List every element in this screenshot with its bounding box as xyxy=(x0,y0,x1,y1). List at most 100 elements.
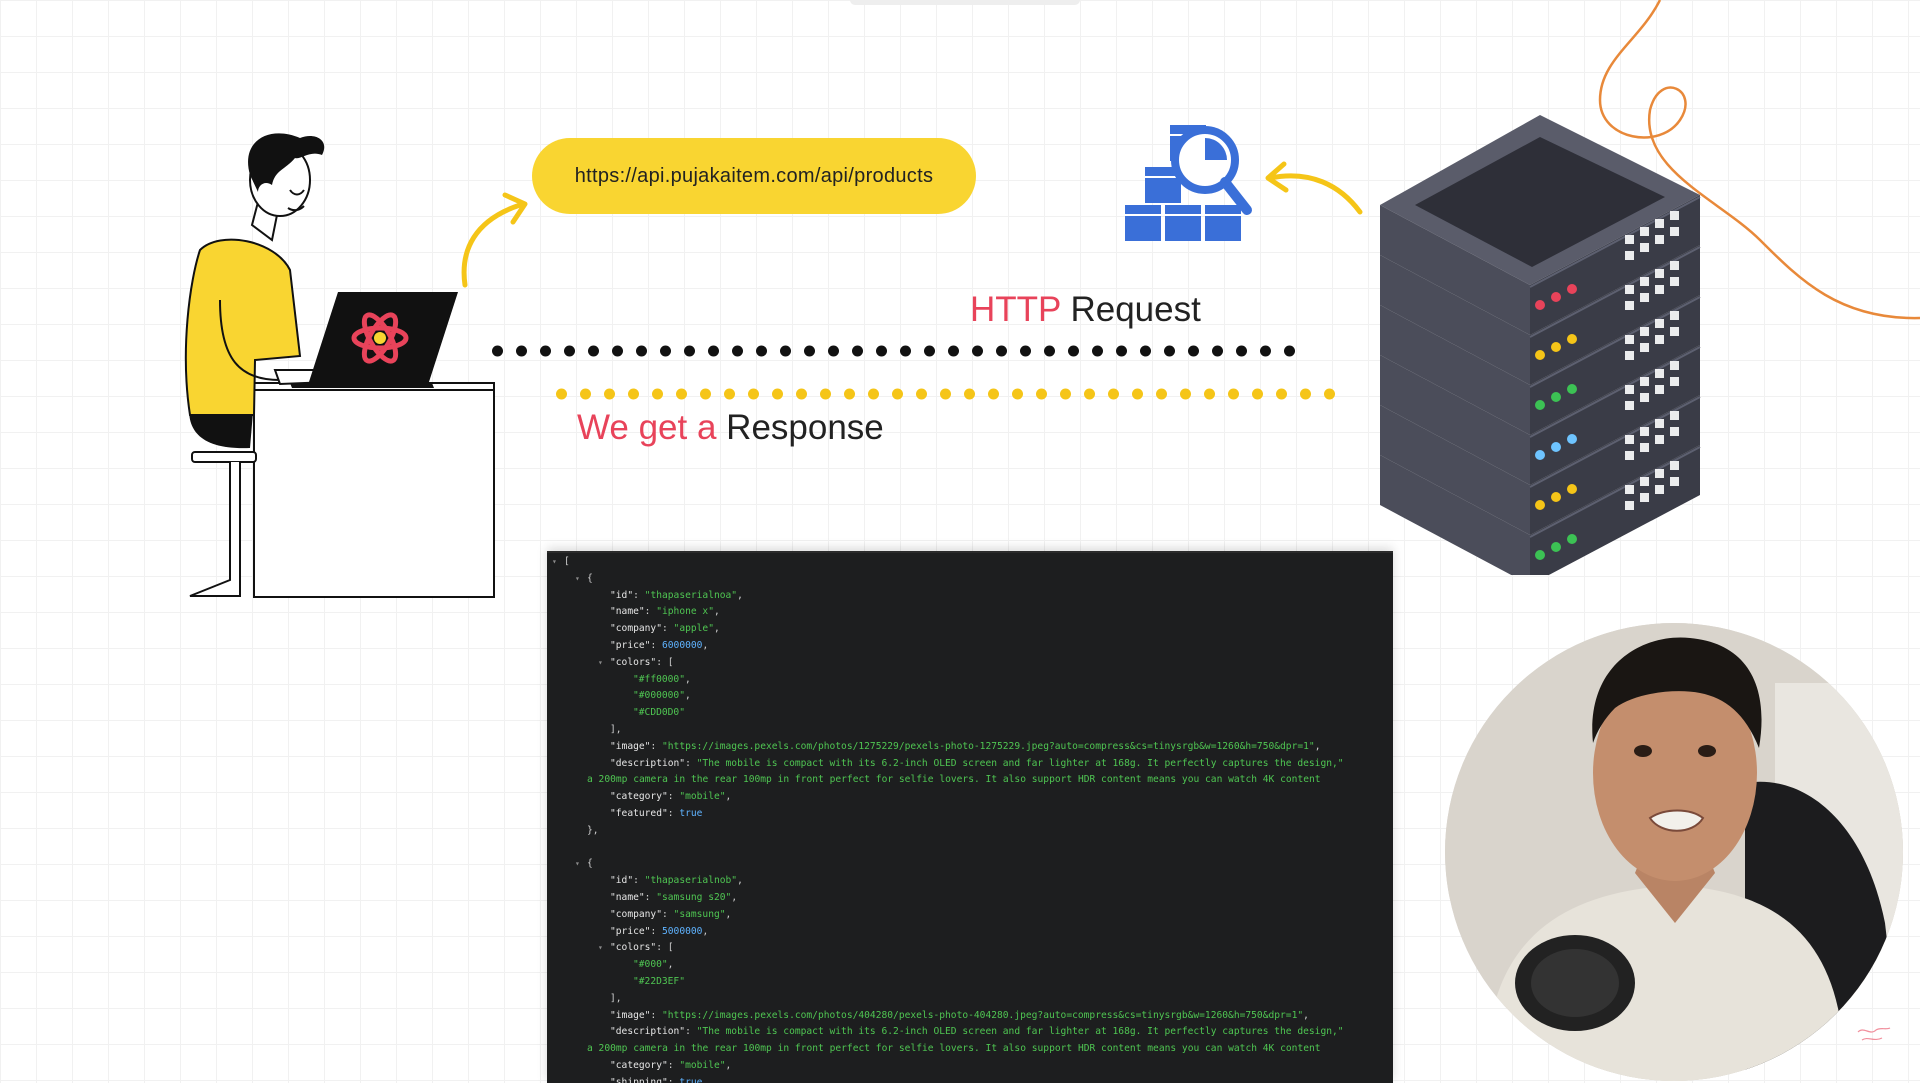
server-vent xyxy=(1640,427,1649,436)
server-unit xyxy=(1380,245,1701,385)
json-value: "https://images.pexels.com/photos/127522… xyxy=(662,740,1315,752)
json-key: "price" xyxy=(610,639,651,651)
json-colon: : xyxy=(661,908,674,920)
server-vent xyxy=(1625,451,1634,460)
server-led xyxy=(1535,450,1545,460)
server-vent xyxy=(1625,285,1634,294)
json-value: "The mobile is compact with its 6.2-inch… xyxy=(696,1026,1344,1038)
json-line: ▾"colors": [ xyxy=(547,655,1393,672)
collapse-toggle-icon[interactable]: ▾ xyxy=(575,859,580,869)
response-dot xyxy=(892,388,903,400)
server-top-panel xyxy=(1415,137,1665,267)
server-vent xyxy=(1655,219,1664,228)
json-colon: : xyxy=(650,925,662,937)
collapse-toggle-icon[interactable]: ▾ xyxy=(598,657,603,667)
response-dot xyxy=(556,388,567,400)
response-dot xyxy=(1060,388,1071,400)
request-dot xyxy=(948,345,959,357)
server-led xyxy=(1551,492,1561,502)
collapse-toggle-icon[interactable]: ▾ xyxy=(552,557,557,566)
server-led xyxy=(1567,384,1577,394)
json-bracket: : [ xyxy=(656,942,674,954)
request-dot xyxy=(1044,345,1055,357)
server-vent xyxy=(1670,361,1679,370)
collapse-toggle-icon[interactable]: ▾ xyxy=(598,943,603,953)
server-led xyxy=(1551,392,1561,402)
presenter-webcam xyxy=(1445,623,1903,1081)
request-dot xyxy=(660,345,671,357)
server-unit xyxy=(1380,445,1701,575)
json-key: "description" xyxy=(610,757,686,769)
server-vent xyxy=(1640,343,1649,352)
json-bracket: ], xyxy=(610,723,622,735)
json-value: "mobile" xyxy=(679,791,726,803)
response-accent: We get a xyxy=(577,408,717,447)
database-search-icon xyxy=(1125,125,1252,241)
json-line: "description": "The mobile is compact wi… xyxy=(547,756,1393,773)
server-vent xyxy=(1670,227,1679,236)
server-led xyxy=(1567,434,1577,444)
server-led xyxy=(1567,484,1577,494)
json-key: "featured" xyxy=(610,807,668,819)
json-value: true xyxy=(679,807,703,819)
request-dot xyxy=(780,345,791,357)
server-unit xyxy=(1380,295,1701,435)
json-line: ], xyxy=(547,722,1393,739)
json-value: a 200mp camera in the rear 100mp in fron… xyxy=(587,774,1321,786)
json-comma: , xyxy=(713,606,720,618)
response-dot xyxy=(1276,388,1287,400)
server-rack-icon xyxy=(1380,115,1701,575)
response-dot xyxy=(1252,388,1263,400)
json-line: "company": "apple", xyxy=(547,621,1393,638)
json-key: "category" xyxy=(610,1059,668,1071)
response-dot xyxy=(724,388,735,400)
request-dot xyxy=(828,345,839,357)
server-vent xyxy=(1670,427,1679,436)
request-dot xyxy=(1140,345,1151,357)
json-colon: : xyxy=(650,740,662,752)
json-bracket: ], xyxy=(610,992,622,1004)
json-value: 6000000 xyxy=(662,639,703,651)
request-dot xyxy=(1092,345,1103,357)
response-dot xyxy=(1324,388,1335,400)
response-rest: Response xyxy=(716,408,884,447)
response-dot xyxy=(844,388,855,400)
response-dot xyxy=(964,388,975,400)
response-dot xyxy=(1204,388,1215,400)
json-value: "#CDD0D0" xyxy=(633,707,685,719)
json-key: "id" xyxy=(610,875,634,887)
json-line: "#22D3EF" xyxy=(547,974,1393,991)
request-dot xyxy=(516,345,527,357)
json-value: "#ff0000" xyxy=(633,673,685,685)
json-colon: : xyxy=(685,757,697,769)
json-value: 5000000 xyxy=(662,925,703,937)
server-vent xyxy=(1625,401,1634,410)
request-dot xyxy=(684,345,695,357)
server-led xyxy=(1567,334,1577,344)
server-vent xyxy=(1625,501,1634,510)
json-line: "price": 6000000, xyxy=(547,638,1393,655)
person-at-laptop-icon xyxy=(184,133,495,598)
json-line: "category": "mobile", xyxy=(547,789,1393,806)
response-dot xyxy=(916,388,927,400)
request-dot xyxy=(588,345,599,357)
request-dot xyxy=(540,345,551,357)
collapse-toggle-icon[interactable]: ▾ xyxy=(575,573,580,583)
server-vent xyxy=(1640,377,1649,386)
server-vent xyxy=(1655,419,1664,428)
json-colon: : xyxy=(633,875,645,887)
json-line: "id": "thapaserialnob", xyxy=(547,873,1393,890)
server-vent xyxy=(1670,461,1679,470)
server-vent xyxy=(1640,277,1649,286)
request-dot xyxy=(1236,345,1247,357)
json-line xyxy=(547,840,1393,857)
server-vent xyxy=(1640,243,1649,252)
server-vent xyxy=(1625,435,1634,444)
json-bracket: : [ xyxy=(656,656,674,668)
server-led xyxy=(1551,342,1561,352)
server-led xyxy=(1535,400,1545,410)
json-comma: , xyxy=(684,690,691,702)
json-colon: : xyxy=(644,606,657,618)
server-vent xyxy=(1625,235,1634,244)
request-dot xyxy=(1068,345,1079,357)
